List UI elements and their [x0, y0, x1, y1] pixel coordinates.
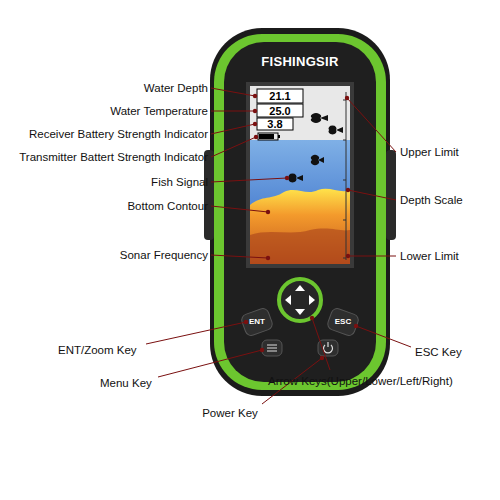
- depth-box: [257, 89, 303, 103]
- bottom-contour: [250, 189, 350, 264]
- side-grip: [386, 150, 396, 240]
- arrow-key-ring: [279, 279, 321, 321]
- battery-tip: [278, 135, 280, 138]
- callout-label: Lower Limit: [400, 250, 459, 263]
- leader-line: [348, 256, 396, 257]
- depth-scale-bar: [346, 92, 347, 260]
- leader-dot: [260, 348, 264, 352]
- callout-label: Fish Signal: [151, 176, 208, 189]
- leader-dot: [266, 210, 270, 214]
- side-grip: [204, 150, 214, 240]
- leader-line: [211, 255, 268, 258]
- callout-label: Receiver Battery Strength Indicator: [29, 128, 208, 141]
- callout-label: Power Key: [202, 407, 258, 420]
- arrow-down: [295, 309, 305, 315]
- leader-dot: [345, 96, 349, 100]
- callout-label: Sonar Frequency: [120, 249, 208, 262]
- callout-label: Arrow Keys(Upper/Lower/Left/Right): [268, 375, 453, 388]
- leader-dot: [346, 188, 350, 192]
- depth-scale-ticks: [343, 100, 346, 258]
- callout-label: ENT/Zoom Key: [58, 344, 137, 357]
- leader-line: [211, 88, 255, 96]
- leader-dot: [253, 109, 257, 113]
- housing-face: [224, 42, 376, 382]
- leader-line: [158, 350, 262, 377]
- key-label: ENT: [249, 318, 265, 327]
- leader-line: [211, 124, 255, 134]
- leader-dot: [320, 356, 324, 360]
- arrow-up: [295, 285, 305, 291]
- callout-label: Bottom Contour: [127, 200, 208, 213]
- bottom-layer: [250, 229, 350, 264]
- arrow-right: [309, 295, 315, 305]
- leader-dots: [244, 94, 358, 360]
- voltage-box: [257, 118, 293, 130]
- brand-name: FISHINGSIR: [261, 55, 338, 69]
- depth-reading: 21.1: [269, 90, 290, 102]
- ent-key: [240, 307, 274, 337]
- arrow-left: [285, 295, 291, 305]
- fish-icons: [289, 113, 344, 182]
- leader-line: [312, 318, 330, 370]
- callout-label: Depth Scale: [400, 194, 463, 207]
- screen-bezel: [246, 82, 354, 268]
- voltage-reading: 3.8: [267, 118, 282, 130]
- fish-icon: [329, 126, 344, 135]
- leader-line: [211, 111, 255, 112]
- leader-dot: [244, 320, 248, 324]
- battery-level: [259, 134, 274, 139]
- callout-label: ESC Key: [415, 346, 462, 359]
- arrow-keys: [285, 285, 315, 315]
- fish-icon: [311, 113, 328, 123]
- battery-icon: [258, 133, 278, 140]
- callout-label: Water Temperature: [110, 105, 208, 118]
- leader-line: [347, 98, 396, 152]
- leader-dot: [354, 324, 358, 328]
- leader-dot: [253, 94, 257, 98]
- leader-dot: [346, 254, 350, 258]
- power-icon: [323, 342, 332, 353]
- leader-dot: [310, 316, 314, 320]
- fish-icon: [289, 174, 304, 183]
- power-key: [318, 340, 338, 356]
- leader-line: [211, 137, 256, 157]
- callout-label: Upper Limit: [400, 146, 459, 159]
- housing-green-rim: [214, 34, 386, 390]
- callout-label: Transmitter Battert Strength Indicator: [19, 151, 208, 164]
- leader-dot: [285, 176, 289, 180]
- screen: [250, 86, 350, 264]
- leader-dot: [253, 122, 257, 126]
- leader-line: [211, 206, 268, 212]
- key-label: ESC: [335, 318, 351, 327]
- fish-icon: [311, 155, 324, 165]
- temperature-box: [257, 104, 303, 117]
- callout-label: Menu Key: [100, 377, 152, 390]
- leader-line: [356, 326, 411, 347]
- leader-line: [348, 190, 396, 200]
- sonar-water: [250, 140, 350, 264]
- callout-label: Water Depth: [144, 82, 208, 95]
- leader-dot: [254, 135, 258, 139]
- leader-dot: [266, 256, 270, 260]
- menu-key: [262, 340, 282, 356]
- temperature-reading: 25.0: [269, 105, 290, 117]
- esc-key: [326, 307, 360, 337]
- leader-line: [211, 178, 287, 182]
- menu-icon: [267, 345, 277, 351]
- leader-line: [146, 322, 246, 344]
- housing-outer: [210, 28, 390, 396]
